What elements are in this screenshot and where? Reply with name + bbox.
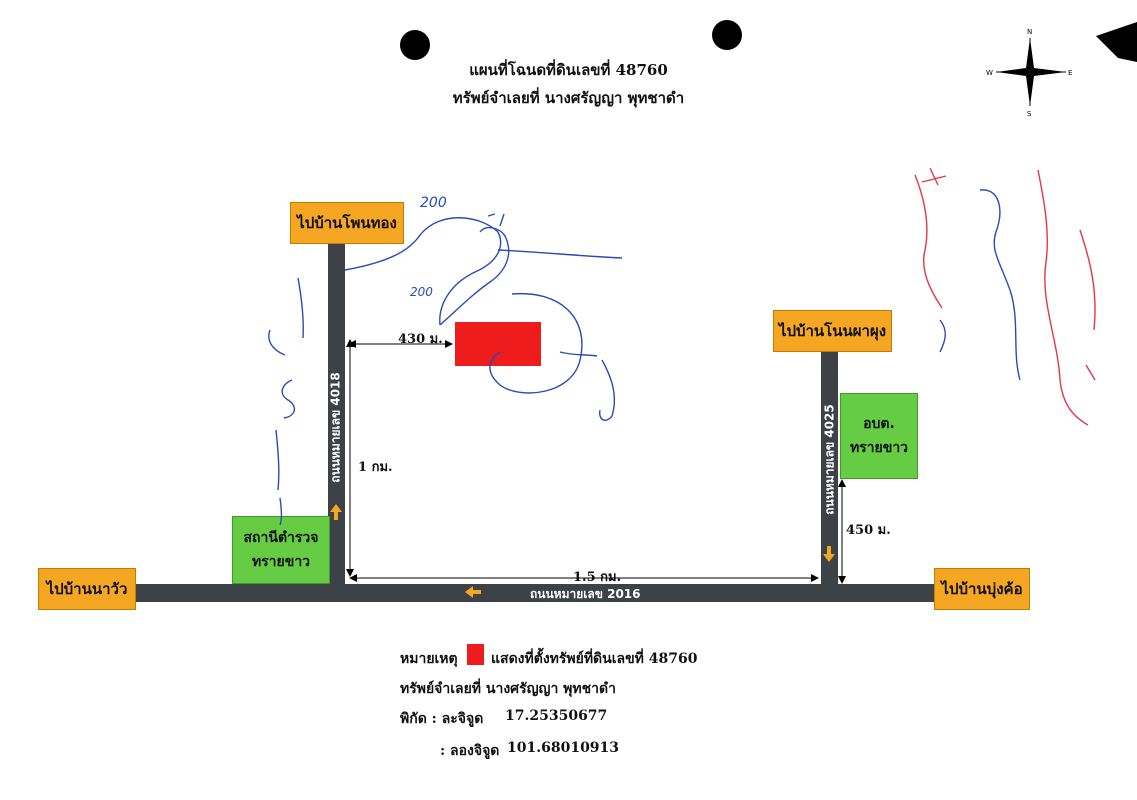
legend-coord-label: พิกัด : ละจิจูด — [400, 711, 484, 727]
police-station: สถานีตำรวจ ทรายขาว — [232, 516, 330, 584]
legend-lon-label: : ลองจิจูด — [440, 743, 500, 759]
compass-e: E — [1068, 69, 1072, 77]
compass-icon — [996, 38, 1066, 106]
hand-red-notes — [914, 167, 1096, 426]
legend-lon: 101.68010913 — [507, 740, 620, 756]
place-nawua: ไปบ้านนาวัว — [38, 568, 136, 610]
map-title: แผนที่โฉนดที่ดินเลขที่ 48760 — [469, 61, 668, 79]
legend-marker — [467, 644, 484, 665]
punch-hole-left — [400, 30, 430, 60]
arrow-left-2016 — [465, 586, 481, 598]
corner-mark — [1096, 22, 1137, 62]
compass-s: S — [1027, 110, 1032, 118]
arrow-down-4025 — [823, 546, 835, 562]
compass-w: W — [986, 69, 993, 77]
hand-contours — [268, 189, 1021, 526]
punch-hole-right — [712, 20, 742, 50]
hand-200-top: 200 — [420, 195, 447, 211]
legend-desc: แสดงที่ตั้งทรัพย์ที่ดินเลขที่ 48760 — [491, 651, 698, 667]
property-marker — [455, 322, 541, 366]
legend-label: หมายเหตุ — [400, 651, 458, 667]
distance-1km: 1 กม. — [358, 460, 393, 475]
road-4025 — [821, 350, 838, 602]
legend-owner: ทรัพย์จำเลยที่ นางศรัญญา พุทชาดำ — [400, 681, 616, 697]
obt-line1: อบต. — [863, 416, 895, 432]
compass-n: N — [1027, 28, 1032, 36]
legend-lat: 17.25350677 — [505, 708, 608, 724]
police-line1: สถานีตำรวจ — [243, 530, 319, 546]
place-phonthong: ไปบ้านโพนทอง — [290, 202, 404, 244]
arrow-up-4018 — [330, 504, 342, 520]
hand-200-left: 200 — [410, 285, 433, 299]
place-nonphaphung: ไปบ้านโนนผาผุง — [773, 310, 892, 352]
distance-450m: 450 ม. — [846, 523, 891, 538]
map-subtitle: ทรัพย์จำเลยที่ นางศรัญญา พุทชาดำ — [452, 89, 685, 107]
police-line2: ทรายขาว — [251, 554, 311, 570]
obt-line2: ทรายขาว — [849, 440, 909, 456]
road-2016-label: ถนนหมายเลข 2016 — [530, 587, 641, 601]
place-bungkho: ไปบ้านบุ่งค้อ — [934, 568, 1030, 610]
obt-office: อบต. ทรายขาว — [840, 393, 918, 479]
